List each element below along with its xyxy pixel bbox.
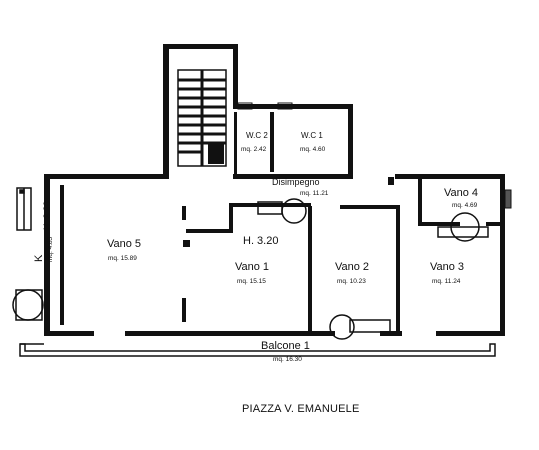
vano5-name: Vano 5 (107, 238, 141, 250)
wall-north-mid (233, 174, 353, 179)
vano2-area: mq. 10.23 (337, 278, 366, 285)
wall-v4-left (418, 174, 422, 226)
vano3-name: Vano 3 (430, 261, 464, 273)
wall-south-mid (125, 331, 335, 336)
window-icon (237, 102, 512, 209)
wall-north-west (44, 174, 169, 179)
wc1-area: mq. 4.60 (300, 146, 326, 153)
wall-v1-v2 (308, 206, 312, 332)
balcone1-name: Balcone 1 (261, 340, 310, 352)
boiler-icon (12, 189, 480, 340)
disimpegno-area: mq. 11.21 (300, 190, 329, 197)
vano4-area: mq. 4.69 (452, 202, 478, 209)
wall-v4-bottom-r (486, 222, 505, 226)
wall-west-bottom (44, 331, 94, 336)
wall-v4-bottom (418, 222, 460, 226)
vano1-name: Vano 1 (235, 261, 269, 273)
walls (44, 44, 505, 336)
wall-south-e (380, 331, 402, 336)
street-name: PIAZZA V. EMANUELE (242, 403, 360, 415)
wc2-name: W.C 2 (246, 131, 268, 140)
main-height: H. 3.20 (243, 235, 278, 247)
vano5-area: mq. 15.89 (108, 255, 137, 262)
wc1-name: W.C 1 (301, 131, 323, 140)
wall-corridor-h (186, 229, 232, 233)
wall-v5-v1-top (182, 206, 186, 220)
vano4-name: Vano 4 (444, 187, 478, 199)
balcone1-area: mq. 16.30 (273, 356, 302, 363)
wall-v5-v1-bottom (182, 298, 186, 322)
wall-wc-top (233, 104, 353, 109)
ripostiglio-name: K (33, 254, 45, 262)
wall-north-east (395, 174, 505, 179)
wall-post-1 (183, 240, 190, 247)
wall-wc-right (348, 104, 353, 178)
disimpegno-name: Disimpegno (272, 177, 320, 187)
wall-stair-left (163, 44, 169, 178)
vano2-name: Vano 2 (335, 261, 369, 273)
side-height: H. 3.20 (42, 201, 52, 230)
vano3-area: mq. 11.24 (432, 278, 461, 285)
radiator-icon (16, 187, 489, 333)
wall-east-bottom (436, 331, 505, 336)
ripostiglio-area: mq. 4.85 (47, 236, 54, 262)
wall-v2-v3 (396, 206, 400, 332)
wall-v2-top (340, 205, 400, 209)
wall-east (500, 174, 505, 336)
wall-corridor-top (229, 203, 311, 207)
wall-kitchen-inner (60, 185, 64, 325)
vano1-area: mq. 15.15 (237, 278, 266, 285)
stair-icon (177, 69, 227, 167)
wall-wc-divider (270, 112, 274, 172)
wall-west (44, 174, 50, 336)
wall-stair-right (233, 44, 238, 108)
wc2-area: mq. 2.42 (241, 146, 267, 153)
wall-stair-top (163, 44, 238, 49)
wall-corridor-v (229, 203, 233, 233)
wall-post-2 (388, 177, 394, 185)
balcony (19, 343, 496, 357)
wall-wc2-left (234, 112, 237, 178)
